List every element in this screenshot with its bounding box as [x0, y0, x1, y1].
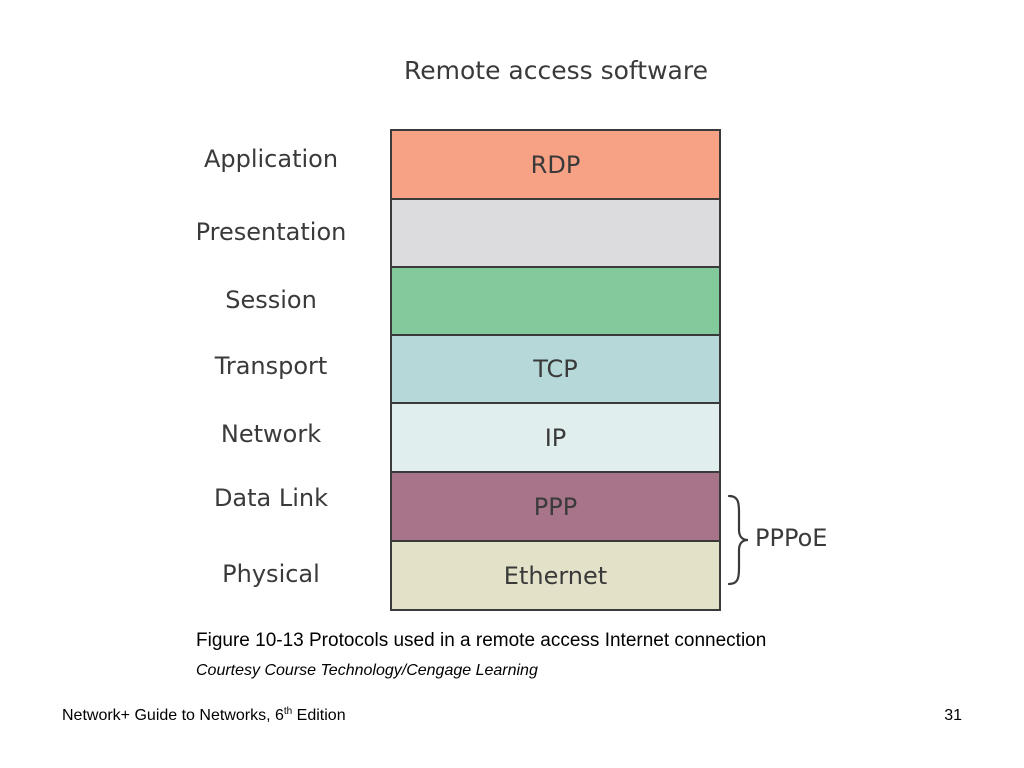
layer-label-application: Application — [203, 145, 339, 173]
figure-credit: Courtesy Course Technology/Cengage Learn… — [196, 662, 538, 679]
page-number: 31 — [944, 707, 962, 724]
layer-label-physical: Physical — [222, 560, 320, 588]
cell-network: IP — [392, 404, 719, 473]
figure-caption: Figure 10-13 Protocols used in a remote … — [196, 630, 767, 651]
cell-presentation — [392, 200, 719, 268]
layer-label-presentation: Presentation — [195, 218, 347, 246]
protocol-stack: RDP TCP IP PPP Ethernet — [390, 129, 721, 611]
footer-book-title-superscript: th — [283, 706, 293, 717]
cell-data-link: PPP — [392, 473, 719, 542]
pppoe-label: PPPoE — [755, 524, 828, 552]
layer-label-network: Network — [220, 420, 322, 448]
cell-physical: Ethernet — [392, 542, 719, 609]
layer-label-data-link: Data Link — [213, 484, 329, 512]
diagram-title: Remote access software — [404, 56, 708, 85]
cell-application: RDP — [392, 131, 719, 200]
layer-label-session: Session — [225, 286, 317, 314]
curly-brace-icon — [727, 494, 749, 586]
cell-session — [392, 268, 719, 336]
footer-book-title-suffix: Edition — [292, 707, 346, 724]
footer-book-title: Network+ Guide to Networks, 6th Edition — [62, 707, 346, 725]
layer-label-transport: Transport — [214, 352, 328, 380]
cell-transport: TCP — [392, 336, 719, 404]
footer-book-title-prefix: Network+ Guide to Networks, 6 — [62, 707, 284, 724]
